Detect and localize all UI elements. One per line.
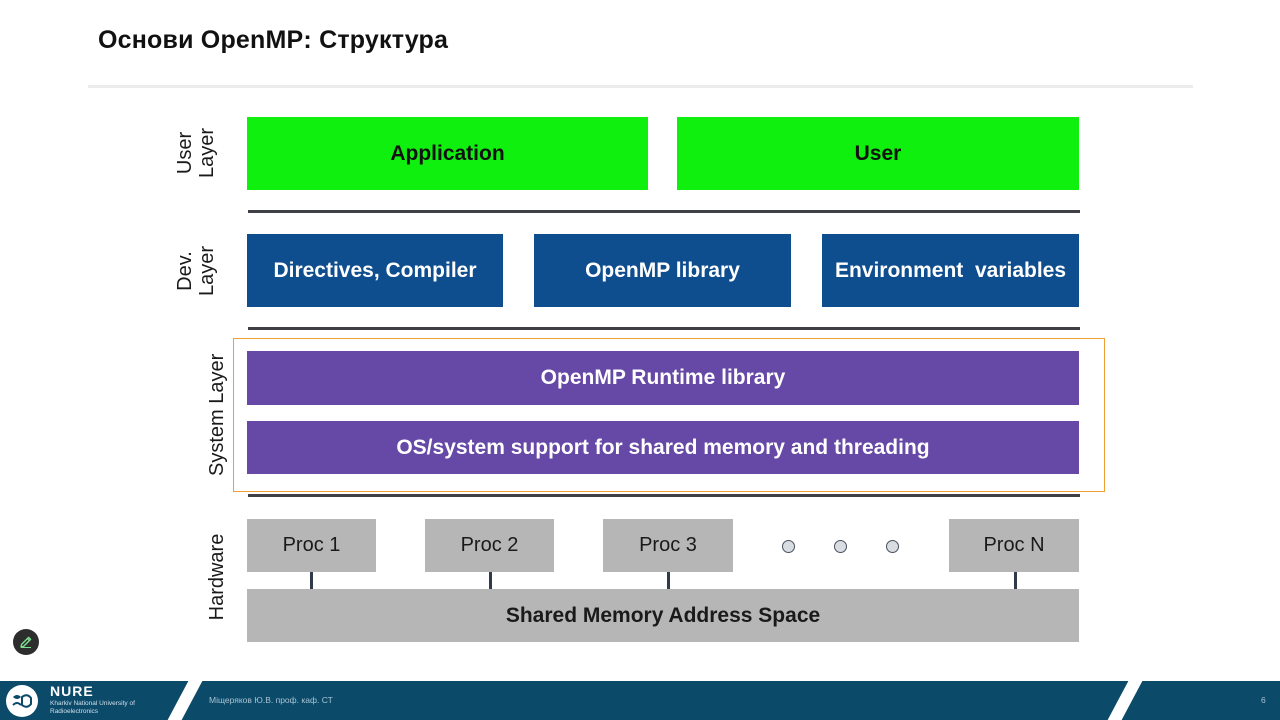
proc-n-box: Proc N	[949, 519, 1079, 572]
openmp-runtime-library-box: OpenMP Runtime library	[247, 351, 1079, 405]
user-layer-separator	[248, 210, 1080, 213]
hardware-layer-label: Hardware	[206, 533, 228, 621]
edit-pen-button[interactable]	[13, 629, 39, 655]
footer-brand: NURE	[50, 683, 94, 699]
directives-compiler-box: Directives, Compiler	[247, 234, 503, 307]
system-layer-label: System Layer	[206, 353, 228, 476]
dev-layer-separator	[248, 327, 1080, 330]
user-layer-label: User Layer	[174, 127, 218, 179]
proc-2-connector	[489, 572, 492, 589]
ellipsis-dot	[886, 540, 899, 553]
proc-1-box: Proc 1	[247, 519, 376, 572]
footer-bar	[0, 681, 1280, 720]
footer-brand-subtitle: Kharkiv National University of Radioelec…	[50, 700, 135, 715]
application-box: Application	[247, 117, 648, 190]
dev-layer-label: Dev. Layer	[174, 245, 218, 297]
page-number: 6	[1261, 695, 1266, 705]
user-box: User	[677, 117, 1079, 190]
system-layer-separator	[248, 494, 1080, 497]
os-system-support-box: OS/system support for shared memory and …	[247, 421, 1079, 474]
proc-3-connector	[667, 572, 670, 589]
nure-logo-icon	[6, 685, 38, 717]
ellipsis-dot	[782, 540, 795, 553]
proc-n-connector	[1014, 572, 1017, 589]
edit-pen-icon	[20, 636, 32, 648]
proc-1-connector	[310, 572, 313, 589]
title-divider	[88, 85, 1193, 88]
slide-title: Основи OpenMP: Структура	[98, 26, 449, 54]
shared-memory-box: Shared Memory Address Space	[247, 589, 1079, 642]
system-layer-highlight-frame	[233, 338, 1105, 492]
proc-3-box: Proc 3	[603, 519, 733, 572]
openmp-library-box: OpenMP library	[534, 234, 791, 307]
footer-author: Міщеряков Ю.В. проф. каф. СТ	[209, 695, 333, 705]
environment-variables-box: Environment variables	[822, 234, 1079, 307]
proc-2-box: Proc 2	[425, 519, 554, 572]
ellipsis-dot	[834, 540, 847, 553]
